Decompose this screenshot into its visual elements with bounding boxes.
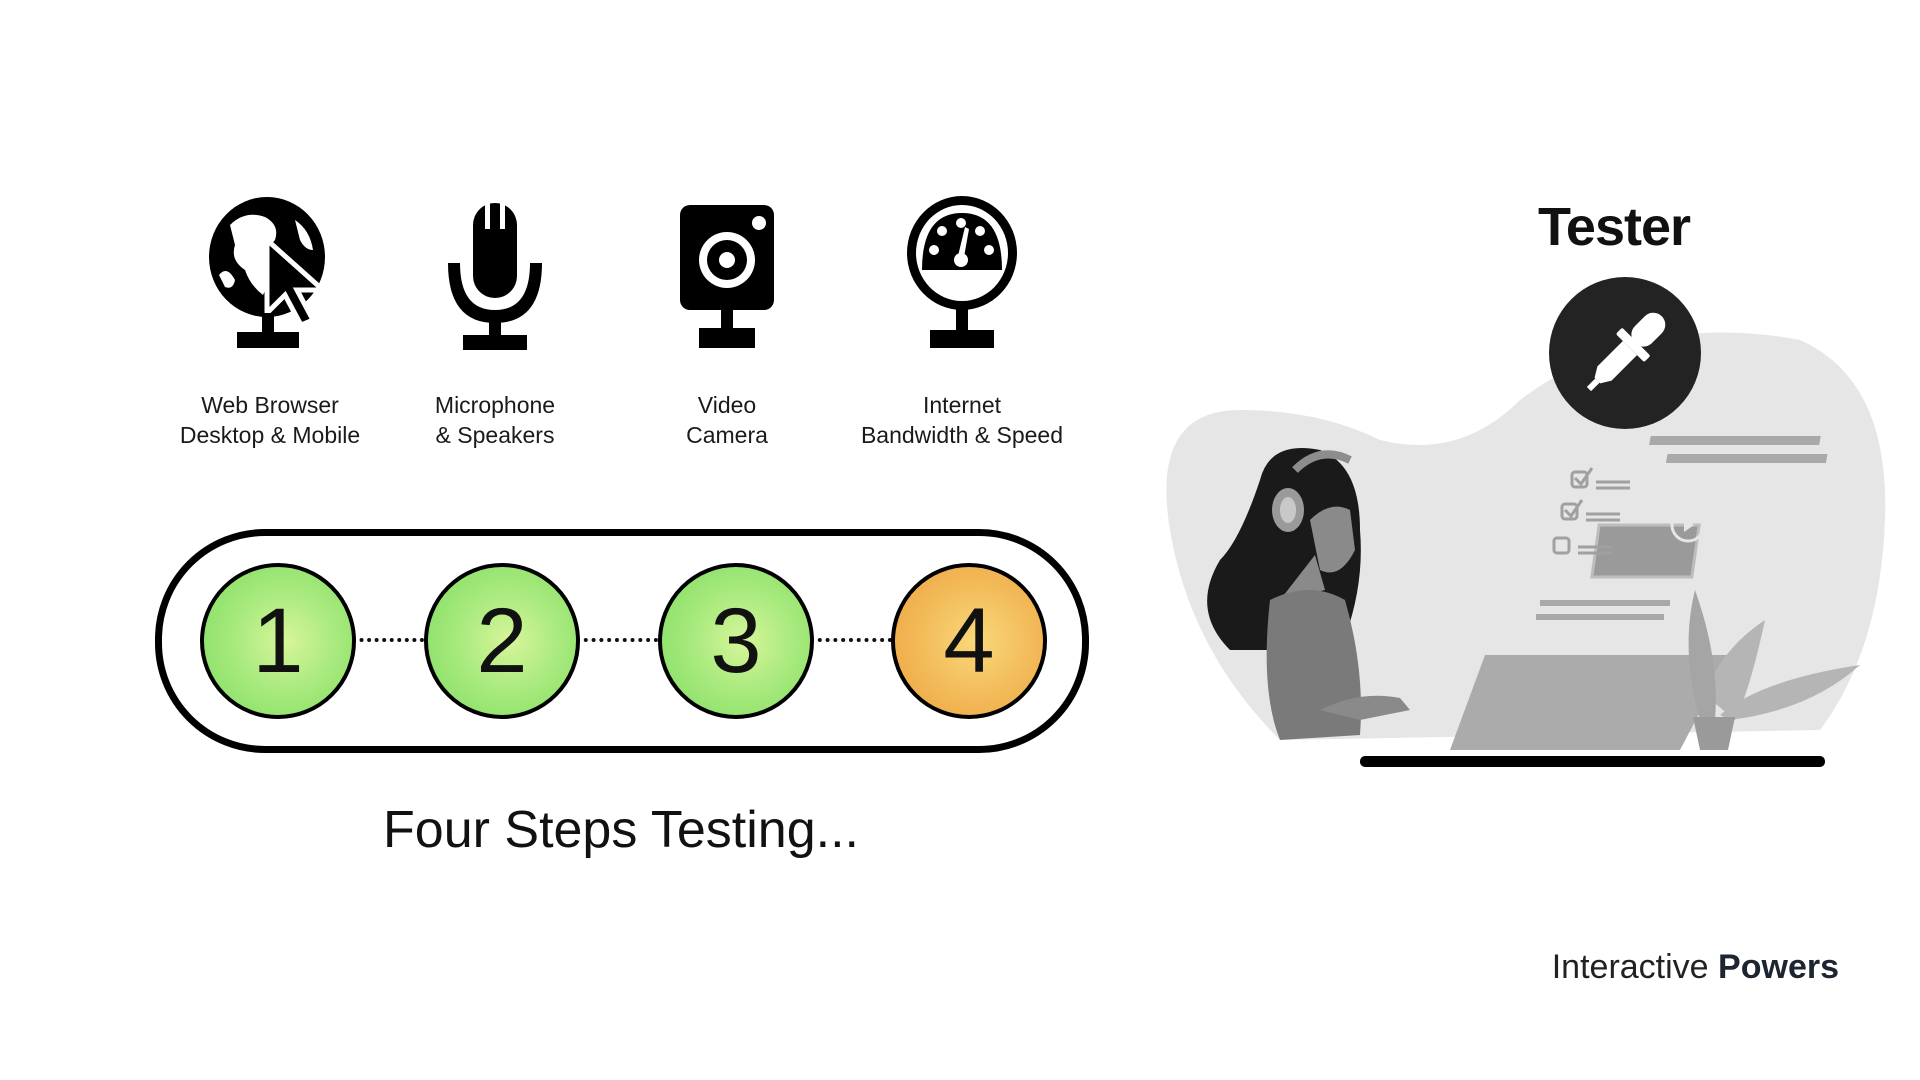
step-number: 3: [710, 589, 762, 692]
step-2[interactable]: 2: [424, 563, 580, 719]
page-title: Four Steps Testing...: [383, 801, 859, 859]
step-connector: [576, 638, 658, 642]
dropper-icon: [1549, 277, 1701, 429]
step-connector: [810, 638, 892, 642]
step-connector: [352, 638, 424, 642]
brand-bold: Powers: [1718, 948, 1839, 986]
globe-cursor-icon: [209, 197, 330, 348]
speedometer-icon: [907, 196, 1017, 348]
requirement-camera: Video Camera: [607, 195, 847, 450]
step-number: 2: [476, 589, 528, 692]
tester-illustration: [1166, 332, 1886, 767]
step-number: 4: [943, 589, 995, 692]
step-4[interactable]: 4: [891, 563, 1047, 719]
tester-heading: Tester: [1537, 197, 1691, 257]
label-line2: Camera: [686, 422, 768, 448]
step-number: 1: [252, 589, 304, 692]
step-3[interactable]: 3: [658, 563, 814, 719]
label-line1: Internet: [923, 392, 1001, 418]
label-line2: Desktop & Mobile: [179, 422, 361, 448]
camera-icon: [680, 205, 774, 348]
microphone-icon: [448, 199, 542, 350]
requirement-microphone: Microphone & Speakers: [375, 195, 615, 450]
steps-progress-track: [155, 529, 1089, 753]
label-line1: Web Browser: [201, 392, 339, 418]
label-line1: Video: [697, 392, 757, 418]
label-line2: & Speakers: [435, 422, 555, 448]
step-1[interactable]: 1: [200, 563, 356, 719]
label-line1: Microphone: [434, 392, 556, 418]
requirement-internet: Internet Bandwidth & Speed: [842, 195, 1082, 450]
requirement-web-browser: Web Browser Desktop & Mobile: [150, 195, 390, 450]
brand-light: Interactive: [1551, 948, 1709, 986]
brand-logo: Interactive Powers: [1552, 948, 1839, 987]
label-line2: Bandwidth & Speed: [860, 422, 1064, 448]
